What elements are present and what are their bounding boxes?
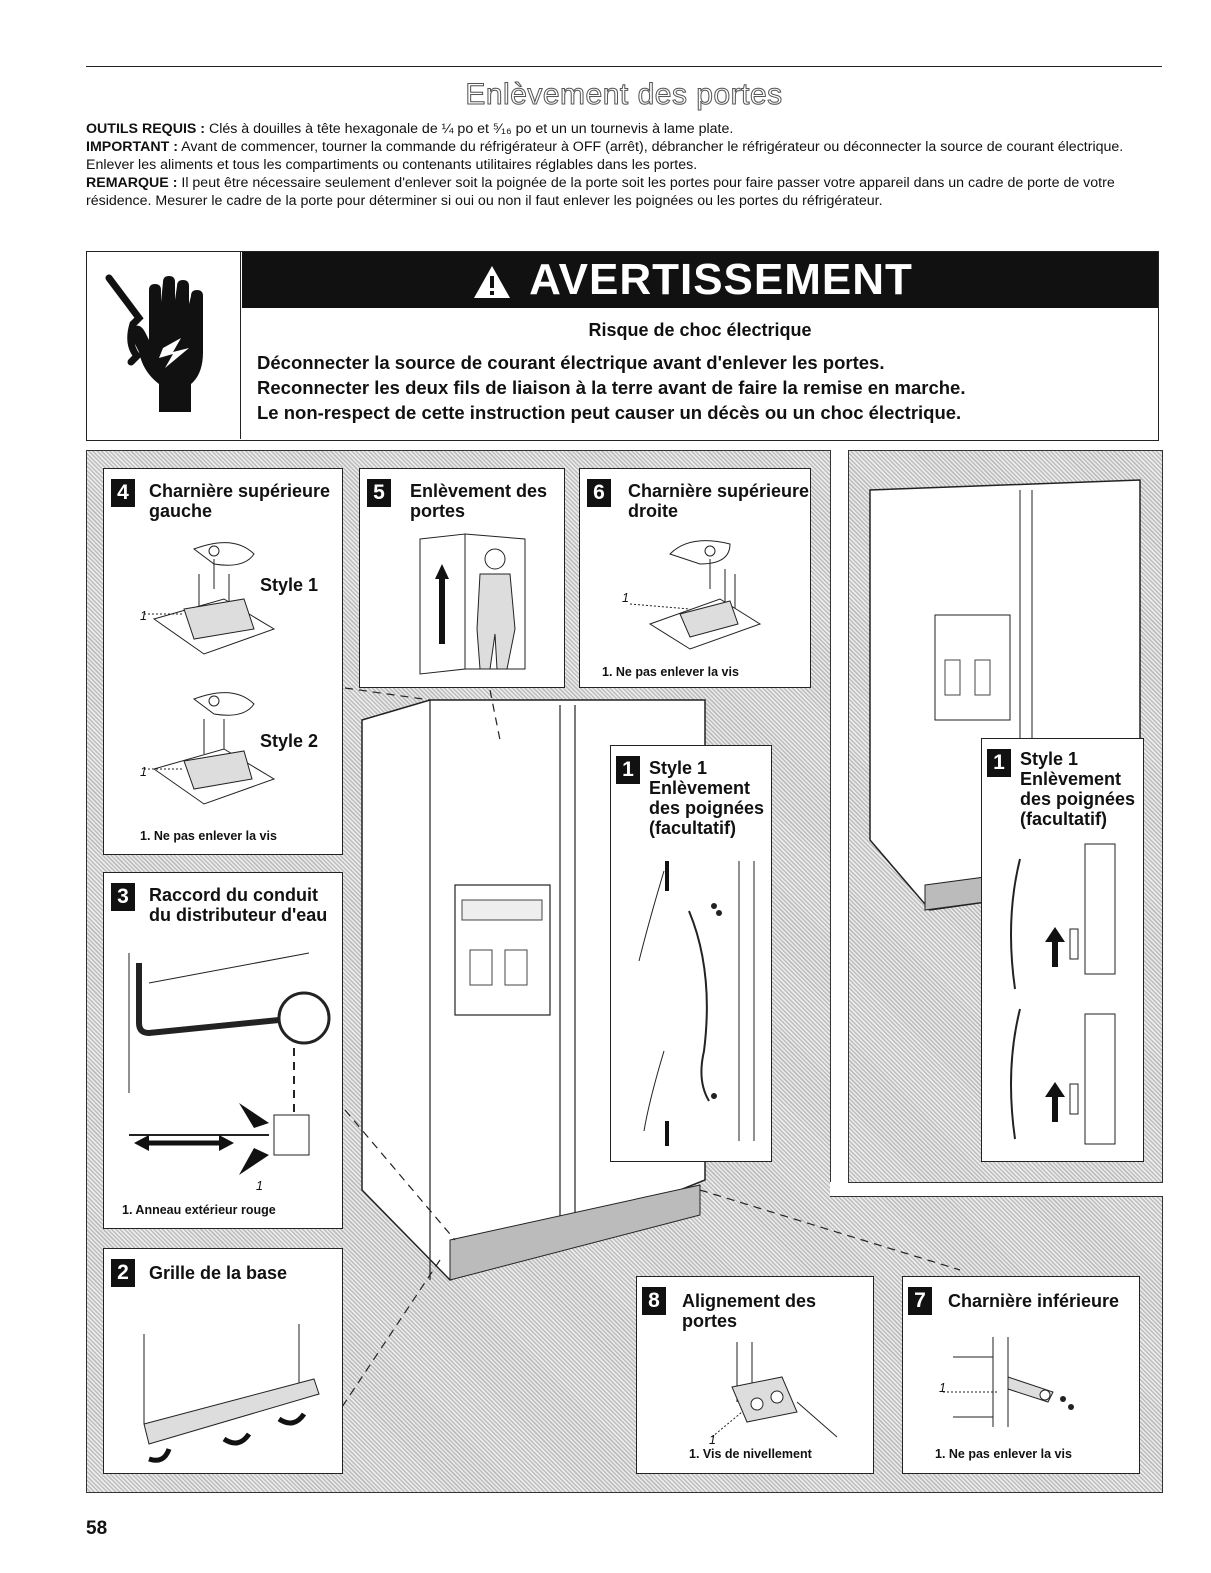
hinge-style1-drawing bbox=[144, 542, 276, 655]
step-caption: 1. Vis de nivellement bbox=[689, 1447, 812, 1461]
panel-gap bbox=[830, 1182, 1163, 1197]
callout-number: 1 bbox=[140, 609, 147, 623]
step-2-base-grille: 2 Grille de la base bbox=[103, 1248, 343, 1474]
style-2-label: Style 2 bbox=[260, 731, 319, 751]
step-title: Enlèvement des portes bbox=[410, 481, 548, 521]
base-grille-drawing bbox=[143, 1324, 320, 1463]
callout-number: 1 bbox=[709, 1433, 716, 1447]
electric-shock-hand-icon bbox=[105, 274, 203, 412]
step-7-bottom-hinge: 7 Charnière inférieure 1 1. Ne pas enlev… bbox=[902, 1276, 1140, 1474]
step-1-handle-removal-right: 1 Style 1 Enlèvement des poignées (facul… bbox=[981, 738, 1144, 1162]
handle-removal-drawing bbox=[1010, 843, 1116, 1145]
door-alignment-drawing bbox=[711, 1342, 838, 1438]
step-number: 6 bbox=[587, 479, 611, 507]
step-caption: 1. Anneau extérieur rouge bbox=[122, 1203, 276, 1217]
step-3-water-line-coupling: 3 Raccord du conduit du distributeur d'e… bbox=[103, 872, 343, 1229]
warning-line: Le non-respect de cette instruction peut… bbox=[257, 402, 962, 423]
step-title: Alignement des portes bbox=[682, 1291, 817, 1331]
tools-text: Clés à douilles à tête hexagonale de ¼ p… bbox=[205, 121, 734, 137]
note-paragraph: REMARQUE : Il peut être nécessaire seule… bbox=[86, 174, 1162, 210]
warning-heading-text: AVERTISSEMENT bbox=[529, 255, 913, 304]
step-1-handle-removal-style1: 1 Style 1 Enlèvement des poignées (facul… bbox=[610, 745, 772, 1162]
water-line-drawing bbox=[128, 952, 331, 1175]
step-title: Charnière inférieure bbox=[948, 1291, 1120, 1311]
step-4-top-left-hinge: 4 Charnière supérieure gauche Style 1 1 … bbox=[103, 468, 343, 855]
callout-number: 1 bbox=[622, 591, 629, 605]
important-text: Avant de commencer, tourner la commande … bbox=[86, 139, 1124, 173]
callout-number: 1 bbox=[140, 765, 147, 779]
warning-lines: Déconnecter la source de courant électri… bbox=[257, 350, 965, 425]
callout-number: 1 bbox=[939, 1381, 946, 1395]
step-5-door-removal: 5 Enlèvement des portes bbox=[359, 468, 565, 688]
hinge-style2-drawing bbox=[144, 692, 276, 805]
step-title: Grille de la base bbox=[149, 1263, 288, 1283]
handle-removal-drawing bbox=[638, 861, 755, 1146]
step-number: 4 bbox=[111, 479, 135, 507]
warning-line: Reconnecter les deux fils de liaison à l… bbox=[257, 377, 966, 398]
tools-paragraph: OUTILS REQUIS : Clés à douilles à tête h… bbox=[86, 120, 1162, 138]
warning-line: Déconnecter la source de courant électri… bbox=[257, 352, 885, 373]
step-title: Style 1 Enlèvement des poignées (faculta… bbox=[1020, 749, 1136, 829]
step-number: 5 bbox=[367, 479, 391, 507]
step-title: Style 1 Enlèvement des poignées (faculta… bbox=[649, 758, 765, 838]
page-number: 58 bbox=[86, 1518, 108, 1539]
intro-text: OUTILS REQUIS : Clés à douilles à tête h… bbox=[86, 120, 1162, 210]
important-label: IMPORTANT : bbox=[86, 139, 178, 155]
warning-icon-cell bbox=[87, 252, 241, 439]
important-paragraph: IMPORTANT : Avant de commencer, tourner … bbox=[86, 138, 1162, 174]
step-caption: 1. Ne pas enlever la vis bbox=[935, 1447, 1072, 1461]
step-caption: 1. Ne pas enlever la vis bbox=[602, 665, 739, 679]
bottom-hinge-drawing bbox=[943, 1337, 1074, 1427]
warning-subtitle: Risque de choc électrique bbox=[588, 320, 812, 340]
right-hinge-drawing bbox=[629, 540, 762, 650]
step-title: Raccord du conduit du distributeur d'eau bbox=[149, 885, 328, 925]
step-title: Charnière supérieure droite bbox=[628, 481, 810, 521]
step-number: 3 bbox=[111, 883, 135, 911]
step-number: 7 bbox=[908, 1287, 932, 1315]
warning-box: AVERTISSEMENT Risque de choc électrique … bbox=[86, 251, 1159, 441]
panel-gap bbox=[830, 450, 849, 1195]
tools-label: OUTILS REQUIS : bbox=[86, 121, 206, 137]
page-title: Enlèvement des portes bbox=[465, 78, 783, 112]
warning-triangle-icon bbox=[474, 266, 510, 298]
step-number: 8 bbox=[642, 1287, 666, 1315]
step-number: 1 bbox=[616, 756, 640, 784]
note-label: REMARQUE : bbox=[86, 175, 178, 191]
step-6-top-right-hinge: 6 Charnière supérieure droite 1 1. Ne pa… bbox=[579, 468, 811, 688]
step-caption: 1. Ne pas enlever la vis bbox=[140, 829, 277, 843]
warning-heading: AVERTISSEMENT bbox=[242, 252, 1158, 308]
style-1-label: Style 1 bbox=[260, 575, 319, 595]
door-removal-drawing bbox=[419, 533, 526, 675]
step-8-door-alignment: 8 Alignement des portes 1 1. Vis de nive… bbox=[636, 1276, 874, 1474]
top-rule bbox=[86, 66, 1162, 67]
step-number: 2 bbox=[111, 1259, 135, 1287]
note-text: Il peut être nécessaire seulement d'enle… bbox=[86, 175, 1115, 209]
step-title: Charnière supérieure gauche bbox=[149, 481, 331, 521]
step-number: 1 bbox=[987, 749, 1011, 777]
callout-number: 1 bbox=[256, 1179, 263, 1193]
